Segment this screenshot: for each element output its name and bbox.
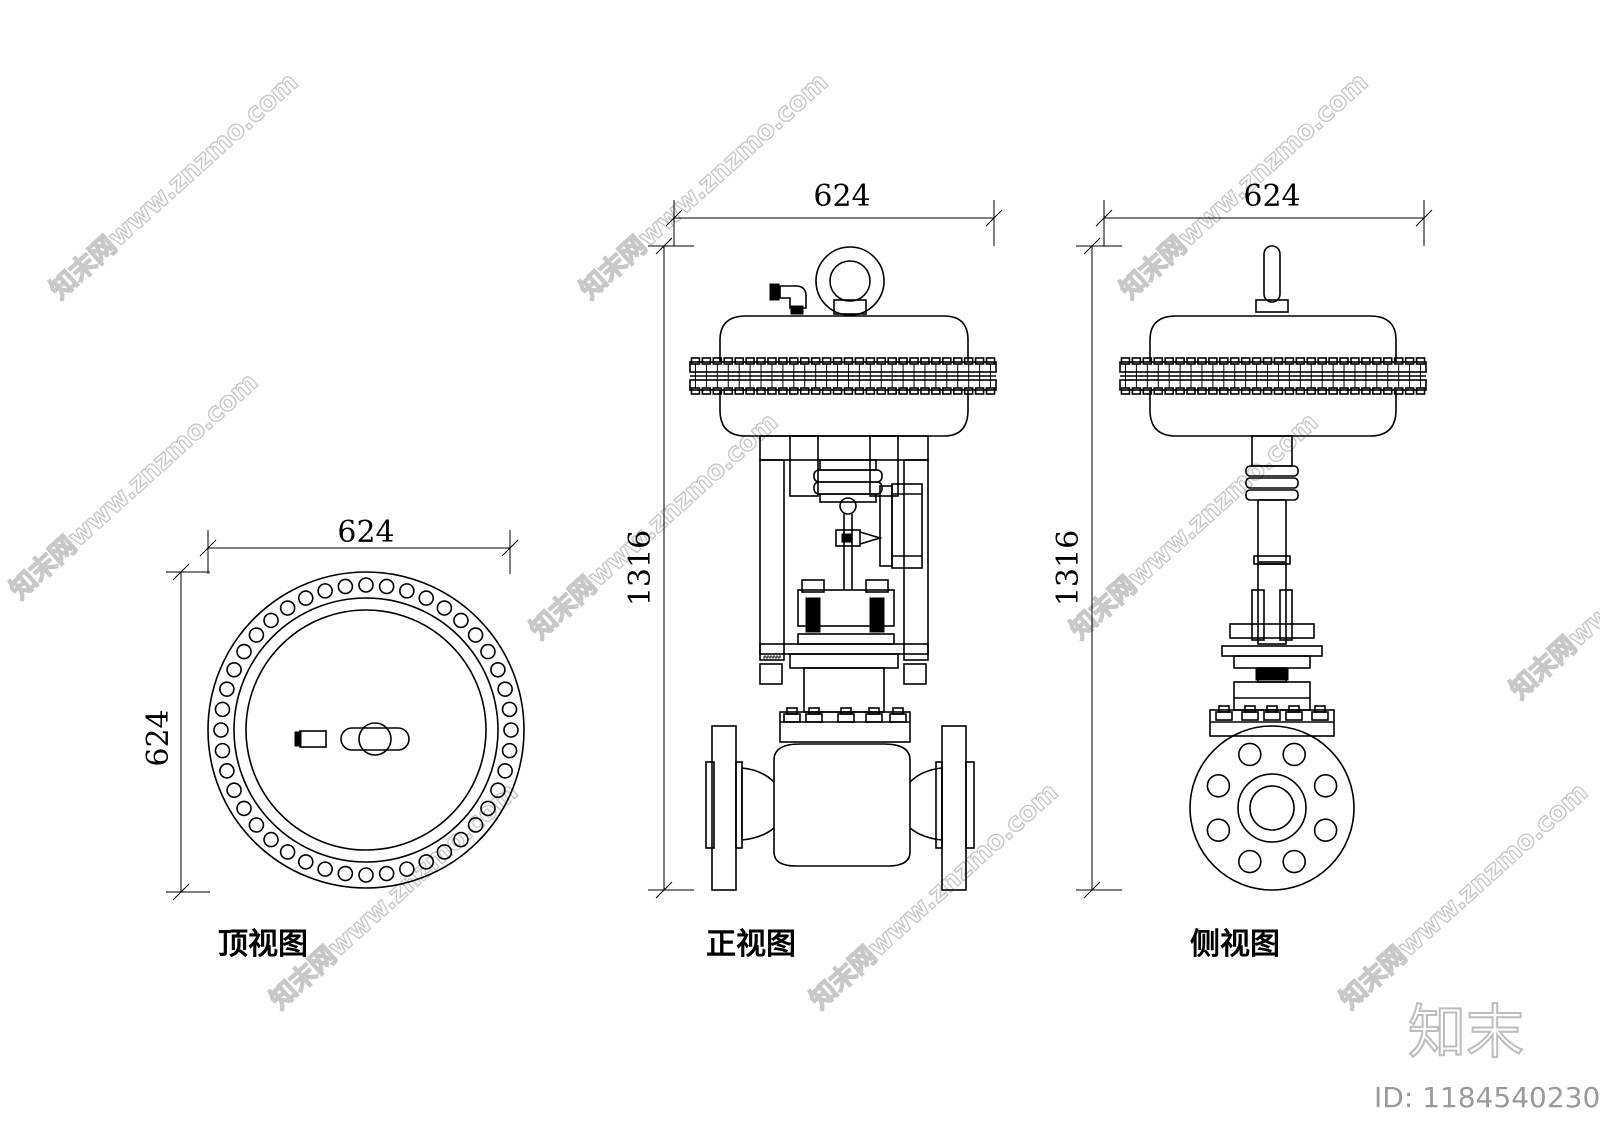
top-view-height-dim: 624 — [141, 709, 176, 766]
watermark-text: 知末网www.znzmo.com — [45, 67, 305, 305]
side-bonnet-bolts — [1215, 705, 1329, 721]
watermark-text: 知末网www.znzmo.com — [575, 67, 835, 305]
front-view: 624 1316 — [623, 179, 1003, 899]
front-view-width-dim: 624 — [813, 179, 870, 214]
svg-text:######: ###### — [763, 655, 781, 661]
watermark-text: 知末网www.znzmo.com — [1335, 777, 1595, 1015]
front-view-height-dim: 1316 — [623, 530, 658, 606]
top-view-title: 顶视图 — [218, 927, 308, 962]
watermark-text: 知末网www.znzmo.com — [5, 367, 265, 605]
bonnet-bolts — [783, 707, 907, 723]
watermark-text: 知末网www.znzmo.com — [525, 407, 785, 645]
side-view: 624 1316 — [1051, 179, 1433, 899]
watermark-text: 知末网www.znzmo.com — [805, 777, 1065, 1015]
side-view-title: 侧视图 — [1190, 927, 1280, 962]
watermark-text: 知末网www.znzmo.com — [265, 777, 525, 1015]
side-view-width-dim: 624 — [1243, 179, 1300, 214]
side-diaphragm-bolts — [1120, 357, 1426, 395]
side-view-height-dim: 1316 — [1051, 530, 1086, 606]
watermark-text: 知末网www.znzmo.com — [1505, 467, 1600, 705]
diaphragm-bolts — [690, 357, 996, 395]
front-view-title: 正视图 — [706, 927, 796, 962]
flange-bolt-ring — [213, 577, 519, 883]
top-view-width-dim: 624 — [337, 515, 394, 550]
flange-bolt-holes — [1206, 742, 1338, 874]
top-view: 624 624 — [141, 515, 525, 901]
image-id: ID: 1184540230 — [1374, 1081, 1600, 1114]
brand-logo: 知末 — [1408, 998, 1524, 1066]
